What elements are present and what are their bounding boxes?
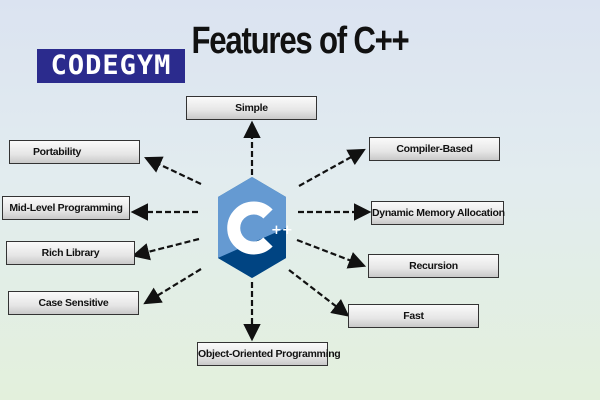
feature-mid-level-programming: Mid-Level Programming — [2, 196, 130, 220]
feature-case-sensitive: Case Sensitive — [8, 291, 139, 315]
arrow-rich-library — [131, 237, 200, 261]
svg-text:++: ++ — [271, 223, 293, 238]
feature-dynamic-memory-allocation: Dynamic Memory Allocation — [371, 201, 505, 225]
feature-simple: Simple — [186, 96, 317, 120]
codegym-logo: CODEGYM — [37, 49, 185, 83]
feature-rich-library: Rich Library — [6, 241, 135, 265]
page-title: Features of C++ — [191, 20, 409, 62]
arrow-fast — [288, 269, 350, 317]
arrow-portability — [144, 156, 202, 185]
feature-compiler-based: Compiler-Based — [369, 137, 500, 161]
cpp-logo-icon: ++ — [218, 177, 293, 278]
feature-recursion: Recursion — [368, 254, 499, 278]
arrow-recursion — [296, 238, 367, 269]
arrow-compiler-based — [298, 148, 366, 187]
feature-portability: Portability — [9, 140, 140, 164]
feature-fast: Fast — [348, 304, 479, 328]
arrow-case-sensitive — [143, 268, 202, 305]
feature-object-oriented-programming: Object-Oriented Programming — [197, 342, 341, 366]
